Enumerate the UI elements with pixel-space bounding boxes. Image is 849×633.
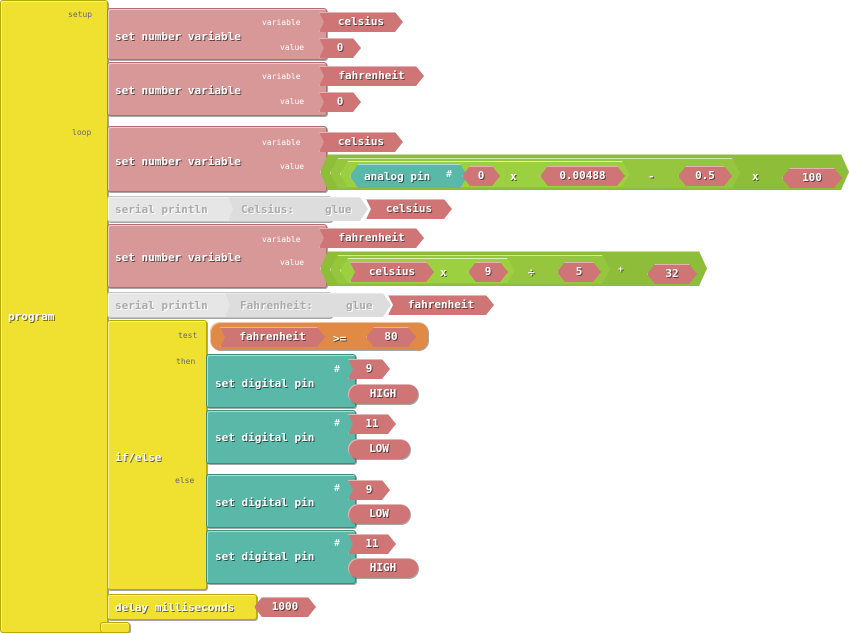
if-else-block[interactable]	[107, 320, 207, 590]
set-digital-pin-block[interactable]	[206, 410, 356, 464]
set-digital-pin-label: set digital pin	[215, 496, 315, 509]
value-label: value	[280, 43, 305, 52]
delay-block[interactable]	[107, 594, 257, 620]
set-digital-pin-label: set digital pin	[215, 550, 315, 563]
value-label: value	[280, 258, 305, 267]
variable-label: variable	[262, 235, 301, 244]
glue-variable[interactable]: fahrenheit	[388, 295, 494, 315]
pin-hash-label: #	[334, 538, 341, 549]
then-label: then	[176, 357, 196, 366]
add-operator: +	[618, 265, 624, 275]
pin-hash-label: #	[334, 418, 341, 429]
setup-label: setup	[68, 10, 93, 19]
variable-getter[interactable]: celsius	[350, 262, 434, 282]
value-label: value	[280, 162, 305, 171]
loop-label: loop	[72, 128, 92, 137]
subtract-operator: -	[648, 170, 655, 183]
compare-value[interactable]: 80	[366, 327, 416, 347]
test-label: test	[178, 331, 198, 340]
program-block[interactable]	[0, 0, 108, 633]
multiply-operator: x	[510, 170, 517, 183]
variable-label: variable	[262, 72, 301, 81]
set-variable-label: set number variable	[115, 30, 241, 43]
number-value[interactable]: 9	[468, 262, 508, 282]
glue-block[interactable]	[225, 293, 391, 317]
serial-println-label: serial println	[115, 299, 208, 312]
println-text[interactable]: Fahrenheit:	[240, 299, 313, 312]
pin-number[interactable]: 11	[348, 414, 396, 434]
program-label: program	[8, 310, 55, 323]
pin-number[interactable]: 9	[348, 359, 390, 379]
pin-state[interactable]: LOW	[348, 504, 410, 524]
variable-label: variable	[262, 138, 301, 147]
glue-label: glue	[346, 299, 373, 312]
number-value[interactable]: 5	[557, 262, 601, 282]
value-label: value	[280, 97, 305, 106]
variable-name[interactable]: fahrenheit	[319, 228, 424, 248]
set-variable-block[interactable]	[107, 224, 327, 288]
set-digital-pin-label: set digital pin	[215, 377, 315, 390]
divide-operator: ÷	[528, 266, 535, 279]
variable-name[interactable]: celsius	[319, 132, 403, 152]
set-digital-pin-label: set digital pin	[215, 431, 315, 444]
pin-number[interactable]: 9	[348, 480, 390, 500]
pin-state[interactable]: HIGH	[348, 558, 418, 578]
glue-block[interactable]	[228, 197, 368, 221]
multiplier-value[interactable]: 100	[782, 168, 842, 188]
variable-label: variable	[262, 18, 301, 27]
set-variable-block[interactable]	[107, 8, 327, 60]
serial-println-label: serial println	[115, 203, 208, 216]
set-variable-block[interactable]	[107, 126, 327, 192]
set-variable-block[interactable]	[107, 62, 327, 116]
analog-pin-label: analog pin	[364, 170, 431, 183]
variable-name[interactable]: fahrenheit	[319, 66, 424, 86]
variable-name[interactable]: celsius	[319, 12, 403, 32]
set-digital-pin-block[interactable]	[206, 530, 356, 584]
pin-number[interactable]: 11	[348, 534, 396, 554]
factor-value[interactable]: 0.00488	[540, 166, 625, 186]
glue-variable[interactable]: celsius	[366, 199, 452, 219]
multiply-operator: x	[440, 266, 447, 279]
analog-pin-number[interactable]: 0	[462, 166, 500, 186]
variable-getter[interactable]: fahrenheit	[220, 327, 325, 347]
set-variable-label: set number variable	[115, 155, 241, 168]
pin-state[interactable]: LOW	[348, 439, 410, 459]
set-digital-pin-block[interactable]	[206, 474, 356, 528]
multiply-operator: x	[752, 170, 759, 183]
pin-state[interactable]: HIGH	[348, 384, 418, 404]
set-variable-label: set number variable	[115, 84, 241, 97]
if-else-label: if/else	[115, 451, 162, 464]
println-text[interactable]: Celsius:	[241, 203, 294, 216]
number-value[interactable]: 0	[319, 38, 361, 58]
glue-label: glue	[325, 203, 352, 216]
program-bottom-bar	[100, 622, 130, 633]
delay-label: delay milliseconds	[115, 601, 235, 614]
number-value[interactable]: 0	[319, 92, 361, 112]
set-variable-label: set number variable	[115, 251, 241, 264]
offset-value[interactable]: 0.5	[678, 166, 732, 186]
pin-hash-label: #	[334, 364, 341, 375]
delay-value[interactable]: 1000	[254, 597, 316, 617]
compare-operator: >=	[333, 332, 347, 345]
pin-hash-label: #	[446, 169, 453, 180]
number-value[interactable]: 32	[647, 264, 697, 284]
analog-pin-block[interactable]	[350, 164, 468, 188]
pin-hash-label: #	[334, 483, 341, 494]
else-label: else	[175, 476, 195, 485]
set-digital-pin-block[interactable]	[206, 354, 356, 408]
